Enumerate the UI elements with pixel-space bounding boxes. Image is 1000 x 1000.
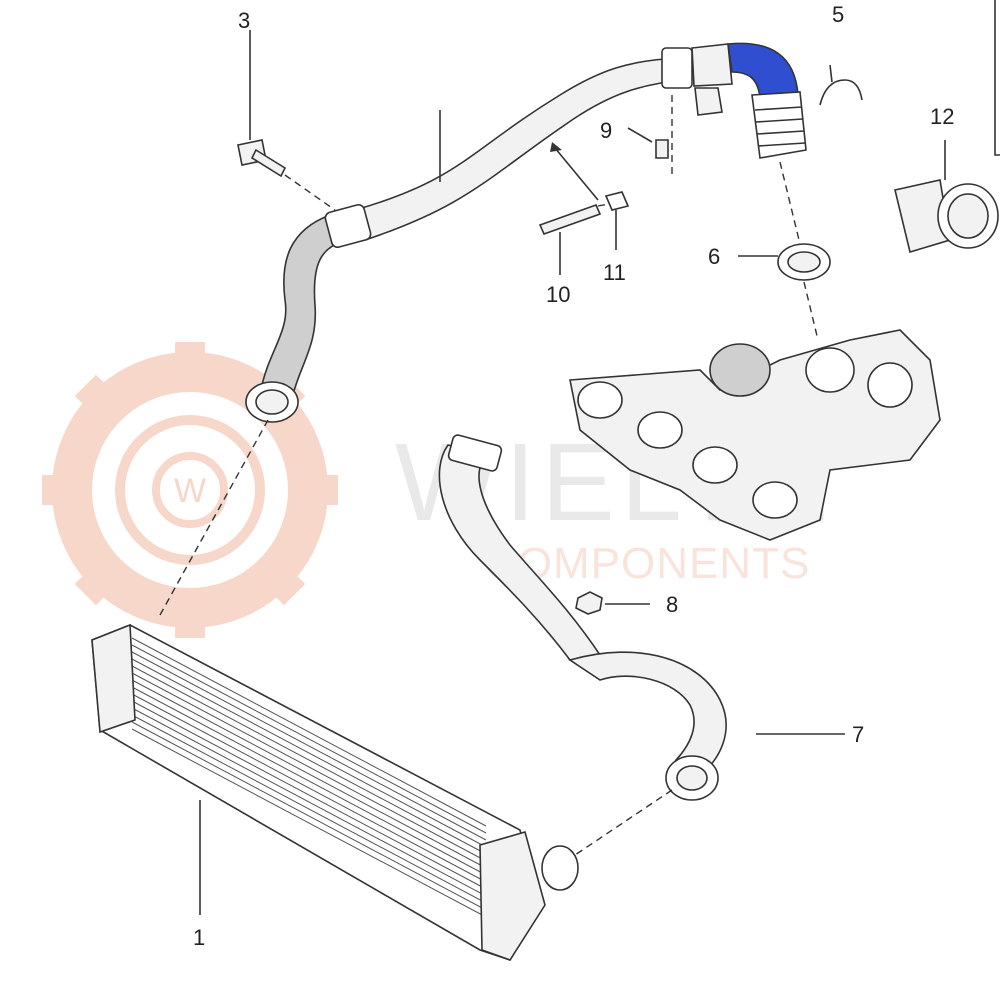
intercooler-fin-line xyxy=(131,665,487,855)
callout-3: 3 xyxy=(238,8,250,33)
intercooler-fin-line xyxy=(131,700,487,890)
upper-intercooler-hose xyxy=(245,203,372,423)
intercooler-fin-line xyxy=(131,637,487,827)
intercooler-fin-line xyxy=(131,707,487,897)
lower-charge-pipe xyxy=(438,434,845,856)
elbow-part xyxy=(894,0,1000,254)
sensor-part xyxy=(538,142,630,275)
callout-6: 6 xyxy=(708,244,720,269)
intercooler-fin-line xyxy=(131,714,487,904)
intercooler-fin-line xyxy=(131,693,487,883)
intercooler-fin-line xyxy=(131,644,487,834)
callout-labels: 3 5 9 12 6 10 11 8 7 1 xyxy=(193,2,954,950)
callout-11: 11 xyxy=(603,260,626,285)
clamp-ring-part xyxy=(738,161,831,341)
intercooler-fin-line xyxy=(131,658,487,848)
bolt-part xyxy=(237,30,336,211)
callout-12: 12 xyxy=(930,104,954,129)
callout-7: 7 xyxy=(852,722,864,747)
intercooler-fin-line xyxy=(131,686,487,876)
callout-1: 1 xyxy=(193,925,205,950)
callout-8: 8 xyxy=(666,592,678,617)
intercooler-fin-line xyxy=(131,679,487,869)
upper-charge-pipe xyxy=(353,43,733,242)
turbo-manifold xyxy=(569,329,941,541)
intercooler xyxy=(91,419,579,961)
watermark-logo-letter: W xyxy=(174,472,206,510)
intercooler-fin-line xyxy=(131,672,487,862)
intercooler-fin-line xyxy=(131,721,487,911)
intercooler-fin-line xyxy=(131,728,487,918)
callout-5: 5 xyxy=(832,2,844,27)
intercooler-fin-line xyxy=(131,651,487,841)
bracket-part xyxy=(627,87,723,175)
clip-part xyxy=(819,64,863,106)
nut-part xyxy=(575,591,650,615)
callout-9: 9 xyxy=(600,118,612,143)
highlighted-turbo-hose xyxy=(727,42,807,159)
callout-10: 10 xyxy=(546,282,570,307)
